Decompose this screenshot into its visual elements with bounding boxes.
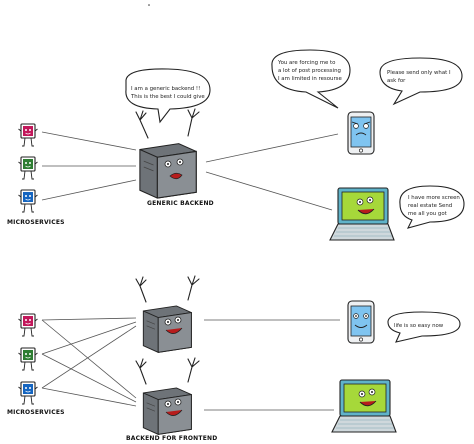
phone-bubble-line: a lot of post processing xyxy=(278,68,341,74)
wire xyxy=(205,171,333,211)
laptop-speech-bubble: I have more screen real estate Send me a… xyxy=(399,185,465,229)
wire xyxy=(41,131,137,151)
wire xyxy=(41,353,137,403)
wire xyxy=(41,319,137,399)
server-arm xyxy=(187,357,200,383)
phone-speech-bubble: You are forcing me to a lot of post proc… xyxy=(271,49,351,109)
phone-face xyxy=(353,313,369,328)
bff-server-icon xyxy=(142,305,192,353)
microservices-label: MICROSERVICES xyxy=(7,219,65,226)
phone-happy-bubble-line: life is so easy now xyxy=(394,323,444,329)
laptop-bubble-line: me all you got xyxy=(408,211,447,217)
laptop-icon xyxy=(329,187,395,241)
server-arm xyxy=(135,358,147,385)
laptop-face xyxy=(358,388,377,407)
microservice-icon xyxy=(18,381,38,405)
laptop-icon xyxy=(331,379,397,433)
phone-happy-speech-bubble: life is so easy now xyxy=(387,311,461,343)
bff-server-icon xyxy=(142,387,192,435)
generic-backend-server-icon xyxy=(139,143,197,199)
server-arm xyxy=(135,276,147,303)
microservices-label: MICROSERVICES xyxy=(7,409,65,416)
wire xyxy=(41,325,137,389)
microservice-icon xyxy=(18,189,38,213)
laptop-face xyxy=(356,196,375,215)
microservice-icon xyxy=(18,156,38,180)
wire xyxy=(41,387,137,407)
microservice-icon xyxy=(18,123,38,147)
laptop-bubble-line: I have more screen xyxy=(408,195,460,201)
phone-bubble-2-line: Please send only what I xyxy=(387,70,451,76)
wire xyxy=(205,133,339,163)
stray-dot xyxy=(148,4,150,6)
phone-speech-bubble-2: Please send only what I ask for xyxy=(379,57,463,106)
top-section: MICROSERVICES GENERIC BACKEND I am a gen… xyxy=(7,49,465,241)
server-arm xyxy=(135,110,149,139)
server-arm xyxy=(187,108,200,137)
wire xyxy=(41,321,137,355)
bottom-section: MICROSERVICES BACKEND FOR FRONTEND xyxy=(7,275,461,442)
microservice-icon xyxy=(18,313,38,337)
phone-face xyxy=(351,121,371,136)
laptop-bubble-line: real estate Send xyxy=(408,203,452,209)
generic-backend-label: GENERIC BACKEND xyxy=(147,200,214,207)
server-face xyxy=(164,158,184,180)
microservice-icon xyxy=(18,347,38,371)
phone-bubble-line: I am limited in resourse xyxy=(278,76,342,82)
server-face xyxy=(164,316,183,334)
server-bubble-line: I am a generic backend !! xyxy=(131,86,200,92)
wire xyxy=(41,317,137,321)
phone-bubble-line: You are forcing me to xyxy=(277,60,335,66)
phone-bubble-2-line: ask for xyxy=(387,78,406,84)
server-face xyxy=(164,398,183,416)
server-speech-bubble: I am a generic backend !! This is the be… xyxy=(125,68,211,124)
wire xyxy=(41,179,137,201)
server-bubble-line: This is the best I could give xyxy=(130,94,205,100)
server-arm xyxy=(187,275,200,301)
bff-label: BACKEND FOR FRONTEND xyxy=(126,435,217,442)
mobile-phone-icon xyxy=(347,300,375,344)
